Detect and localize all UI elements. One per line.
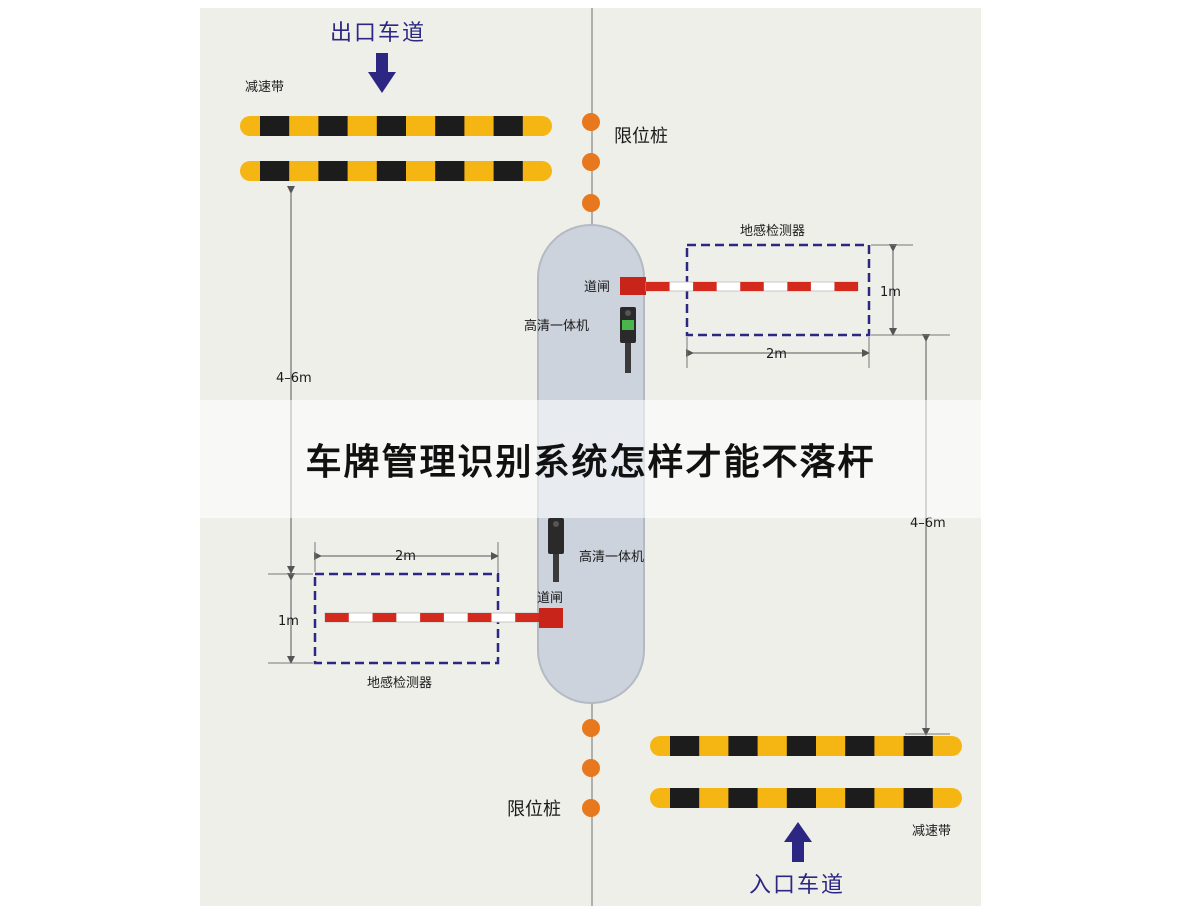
dim-2m-bottom-label: 2m bbox=[395, 549, 416, 564]
limit-post-top-label: 限位桩 bbox=[614, 126, 668, 147]
entry-lane-label: 入口车道 bbox=[749, 873, 845, 898]
dim-1m-bottom-label: 1m bbox=[278, 614, 299, 629]
barrier-top-housing bbox=[620, 277, 646, 295]
speed-bump-stripe bbox=[318, 116, 348, 136]
speed-bump-stripe bbox=[376, 161, 406, 181]
barrier-bottom-label: 道闸 bbox=[537, 591, 563, 606]
speed-bump-stripe bbox=[435, 116, 465, 136]
loop-detector-top-label: 地感检测器 bbox=[740, 223, 805, 239]
speed-bump-top-1 bbox=[240, 116, 552, 136]
limit-post-bottom-3 bbox=[582, 799, 600, 817]
exit-lane-arrow-icon bbox=[368, 53, 396, 93]
speed-bump-stripe bbox=[670, 788, 700, 808]
camera-bottom-label: 高清一体机 bbox=[579, 549, 644, 565]
speed-bump-stripe bbox=[493, 161, 523, 181]
speed-bump-stripe bbox=[903, 788, 933, 808]
entry-lane-arrow-icon bbox=[784, 822, 812, 862]
camera-bottom-icon bbox=[548, 518, 564, 582]
limit-post-bottom-label: 限位桩 bbox=[507, 799, 561, 820]
speed-bump-top-2 bbox=[240, 161, 552, 181]
barrier-arm-stripe bbox=[787, 282, 811, 291]
barrier-bottom-arm bbox=[324, 612, 540, 623]
exit-lane-label: 出口车道 bbox=[330, 21, 426, 46]
barrier-arm-stripe bbox=[515, 613, 539, 622]
speed-bump-stripe bbox=[786, 788, 816, 808]
speed-bump-stripe bbox=[260, 116, 290, 136]
dim-4-6m-right-label: 4–6m bbox=[910, 516, 946, 531]
barrier-arm-stripe bbox=[693, 282, 717, 291]
speed-bump-stripe bbox=[845, 788, 875, 808]
speed-bump-stripe bbox=[376, 116, 406, 136]
speed-bump-bottom-label: 减速带 bbox=[912, 824, 951, 839]
barrier-top-arm bbox=[645, 281, 859, 292]
speed-bump-stripe bbox=[845, 736, 875, 756]
barrier-arm-stripe bbox=[467, 613, 492, 622]
speed-bump-bottom-1 bbox=[650, 736, 962, 756]
dim-4-6m-left-label: 4–6m bbox=[276, 371, 312, 386]
limit-post-bottom-2 bbox=[582, 759, 600, 777]
dim-2m-top-label: 2m bbox=[766, 347, 787, 362]
loop-detector-bottom-label: 地感检测器 bbox=[367, 675, 432, 691]
limit-post-bottom-1 bbox=[582, 719, 600, 737]
speed-bump-stripe bbox=[786, 736, 816, 756]
barrier-arm-stripe bbox=[325, 613, 349, 622]
title-banner: 车牌管理识别系统怎样才能不落杆 bbox=[200, 400, 981, 518]
speed-bump-top-label: 减速带 bbox=[245, 80, 284, 95]
speed-bump-stripe bbox=[903, 736, 933, 756]
camera-top-icon bbox=[620, 307, 636, 373]
barrier-arm-stripe bbox=[834, 282, 858, 291]
barrier-arm-stripe bbox=[372, 613, 397, 622]
camera-top-label: 高清一体机 bbox=[524, 318, 589, 334]
speed-bump-bottom-2 bbox=[650, 788, 962, 808]
limit-post-top-2 bbox=[582, 153, 600, 171]
limit-post-top-3 bbox=[582, 194, 600, 212]
dim-1m-top-label: 1m bbox=[880, 285, 901, 300]
speed-bump-stripe bbox=[728, 736, 758, 756]
speed-bump-stripe bbox=[318, 161, 348, 181]
speed-bump-stripe bbox=[670, 736, 700, 756]
barrier-top-label: 道闸 bbox=[584, 280, 610, 295]
barrier-bottom-housing bbox=[539, 608, 563, 628]
barrier-arm-stripe bbox=[740, 282, 764, 291]
page-title: 车牌管理识别系统怎样才能不落杆 bbox=[305, 442, 876, 483]
speed-bump-stripe bbox=[493, 116, 523, 136]
speed-bump-stripe bbox=[260, 161, 290, 181]
speed-bump-stripe bbox=[435, 161, 465, 181]
speed-bump-stripe bbox=[728, 788, 758, 808]
barrier-arm-stripe bbox=[646, 282, 670, 291]
limit-post-top-1 bbox=[582, 113, 600, 131]
barrier-arm-stripe bbox=[420, 613, 444, 622]
